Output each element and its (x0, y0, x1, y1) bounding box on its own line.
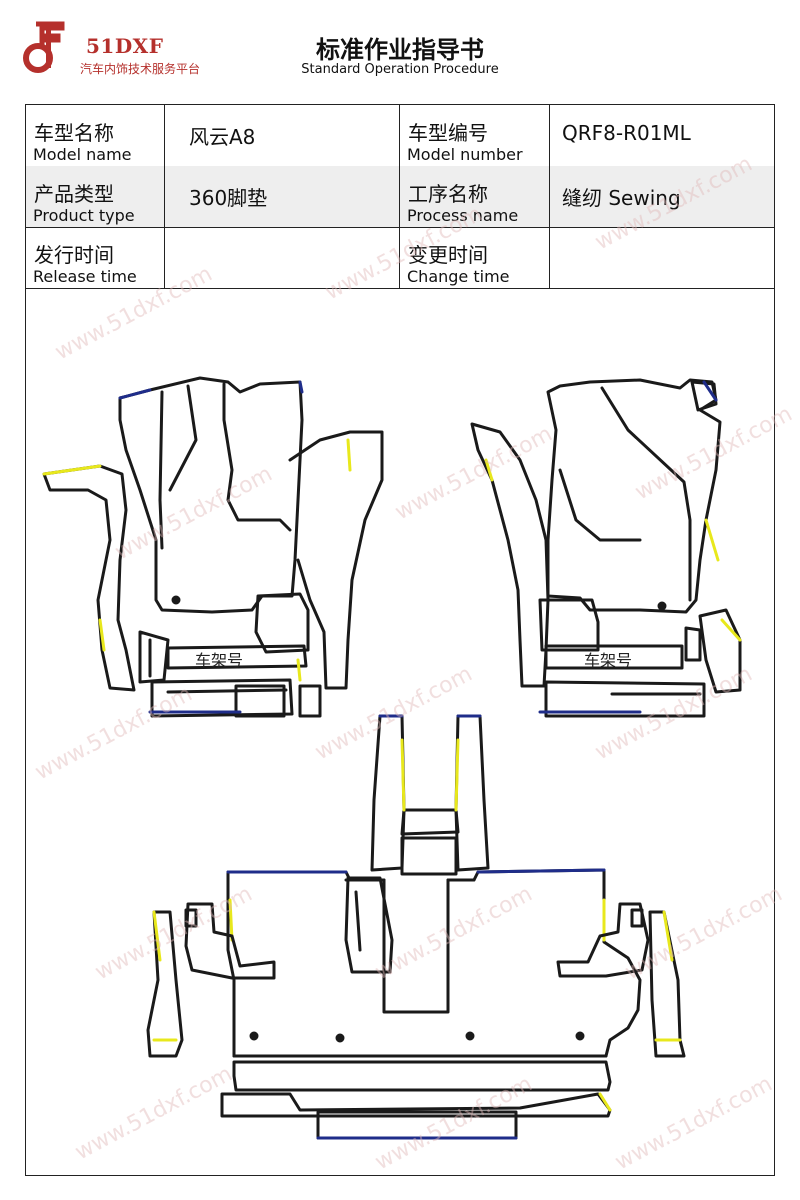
model-number-value: QRF8-R01ML (562, 121, 691, 145)
change-time-value-cell (549, 227, 774, 288)
label-en: Product type (33, 206, 135, 225)
rear-bottom-band (232, 1060, 612, 1092)
sop-sheet: 车型名称 Model name 风云A8 车型编号 Model number Q… (25, 104, 775, 1176)
process-name-value: 缝纫 Sewing (562, 186, 681, 210)
center-left-strip (370, 714, 406, 872)
rear-lower-wings (220, 1092, 612, 1118)
front-left-mat: 车架号 (42, 376, 384, 718)
label-cn: 车型编号 (408, 121, 488, 145)
front-right-mat: 车架号 (470, 378, 742, 718)
front-left-main-outline (118, 376, 304, 614)
model-name-value-cell: 风云A8 (164, 105, 399, 166)
brand-name: 51DXF (86, 34, 164, 58)
front-left-plate-label: 车架号 (195, 651, 243, 670)
rear-left-small-tab (184, 908, 198, 928)
front-left-bottom-strip (150, 678, 294, 718)
rear-right-side-pieces (556, 902, 686, 1058)
front-right-sill (470, 422, 550, 688)
rear-floor-mat (220, 868, 642, 1140)
brand-tagline: 汽车内饰技术服务平台 (80, 62, 201, 76)
center-console-pieces (370, 714, 490, 876)
product-type-value: 360脚垫 (189, 186, 268, 210)
process-name-value-cell: 缝纫 Sewing (549, 166, 774, 227)
front-right-side-flap (684, 608, 742, 694)
front-left-inner-flap (138, 630, 170, 684)
info-row-dates: 发行时间 Release time 变更时间 Change time (26, 227, 774, 289)
front-left-small-tab (234, 684, 322, 718)
brand-logo-icon (23, 21, 65, 73)
label-cell: 产品类型 Product type (26, 166, 164, 227)
rear-right-bracket (556, 902, 650, 978)
front-right-plate-label: 车架号 (584, 651, 632, 670)
label-cell: 发行时间 Release time (26, 227, 164, 288)
rear-left-bracket (184, 902, 276, 980)
brand-logo[interactable]: 51DXF 汽车内饰技术服务平台 (22, 18, 242, 78)
front-right-bottom-strip (544, 680, 706, 718)
center-right-strip (454, 714, 490, 872)
front-right-heel-pad (538, 598, 600, 652)
center-top-pad (400, 808, 460, 836)
label-cn: 车型名称 (34, 121, 114, 145)
front-left-plate (166, 644, 308, 670)
front-right-divider (558, 386, 692, 602)
front-right-plate (544, 644, 684, 670)
label-cell: 车型名称 Model name (26, 105, 164, 166)
label-en: Change time (407, 267, 510, 286)
document-title: 标准作业指导书 (316, 36, 484, 64)
product-type-value-cell: 360脚垫 (164, 166, 399, 227)
front-left-side-flap (42, 464, 136, 692)
center-mid-pad (400, 836, 458, 876)
rear-right-small-tab (630, 908, 644, 928)
release-time-value-cell (164, 227, 399, 288)
model-name-value: 风云A8 (189, 125, 256, 149)
front-left-sill (288, 430, 384, 690)
rear-left-gusset (344, 876, 394, 974)
document-subtitle: Standard Operation Procedure (301, 62, 499, 77)
front-right-main-outline (546, 378, 722, 614)
document-header: 51DXF 汽车内饰技术服务平台 标准作业指导书 Standard Operat… (0, 0, 800, 100)
rear-left-side-pieces (146, 902, 276, 1058)
label-cn: 变更时间 (408, 243, 488, 267)
front-left-divider (158, 382, 292, 550)
info-row-product: 产品类型 Product type 360脚垫 工序名称 Process nam… (26, 166, 774, 228)
rear-left-side-flap (146, 910, 184, 1058)
label-en: Model number (407, 145, 523, 164)
model-number-value-cell: QRF8-R01ML (549, 105, 774, 166)
label-cn: 产品类型 (34, 182, 114, 206)
front-left-heel-pad (254, 592, 310, 654)
label-cell: 车型编号 Model number (399, 105, 549, 166)
label-cell: 变更时间 Change time (399, 227, 549, 288)
label-en: Model name (33, 145, 132, 164)
label-cn: 工序名称 (408, 182, 488, 206)
label-cn: 发行时间 (34, 243, 114, 267)
label-en: Process name (407, 206, 519, 225)
label-en: Release time (33, 267, 137, 286)
label-cell: 工序名称 Process name (399, 166, 549, 227)
